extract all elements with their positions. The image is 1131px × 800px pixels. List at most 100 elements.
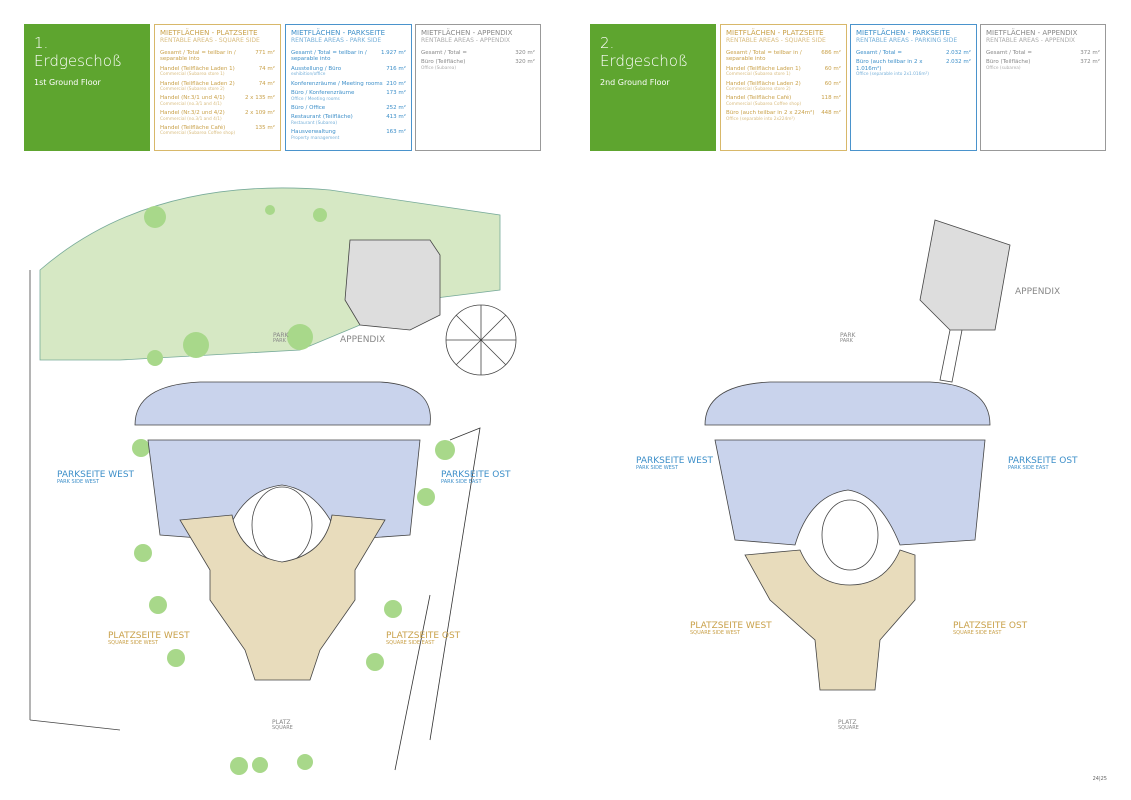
area-label-en: Restaurant (Subarea) bbox=[291, 121, 338, 127]
area-value: 163 m² bbox=[386, 129, 406, 136]
area-value: 372 m² bbox=[1080, 59, 1100, 66]
area-value: 2.032 m² bbox=[945, 59, 971, 66]
area-label: Ausstellung / Büro bbox=[291, 65, 342, 72]
table-heading: MIETFLÄCHEN - PLATZSEITE bbox=[160, 29, 258, 37]
zone-name: PARKSEITE WEST bbox=[57, 470, 135, 480]
floor-subtitle: 2nd Ground Floor bbox=[600, 78, 670, 87]
area-label-en: Office (Subarea) bbox=[421, 65, 457, 71]
table-heading: MIETFLÄCHEN - APPENDIX bbox=[986, 29, 1078, 37]
area-value: 448 m² bbox=[821, 110, 841, 117]
table-subheading: RENTABLE AREAS - SQUARE SIDE bbox=[160, 37, 260, 45]
area-label: Büro (Teilfläche) bbox=[421, 59, 466, 66]
area-value: 135 m² bbox=[255, 124, 275, 131]
area-value: 60 m² bbox=[824, 80, 841, 87]
zone-name-en: SQUARE SIDE EAST bbox=[386, 640, 435, 647]
area-row: Handel (Nr.3/2 und 4/2)Commercial (no.3/… bbox=[160, 110, 275, 122]
area-value: 2.032 m² bbox=[945, 49, 971, 56]
table-heading: MIETFLÄCHEN - PARKSEITE bbox=[856, 29, 950, 37]
zone-name: PLATZSEITE OST bbox=[386, 631, 461, 641]
zone-name: PARKSEITE WEST bbox=[636, 456, 714, 466]
zone-name-en: PARK SIDE EAST bbox=[1008, 465, 1049, 472]
table-subheading: RENTABLE AREAS - PARK SIDE bbox=[291, 37, 382, 45]
square-side-block bbox=[179, 514, 386, 681]
area-label: Handel (Teilfläche Laden 2) bbox=[726, 80, 801, 87]
area-value: 2 x 109 m² bbox=[244, 110, 275, 117]
area-value: 74 m² bbox=[258, 65, 275, 72]
zone-name-en: PARK SIDE WEST bbox=[57, 479, 100, 486]
square-side-block bbox=[744, 549, 916, 691]
park-lawn bbox=[39, 187, 501, 361]
area-label: Büro (auch teilbar in 2 x 1.016m²) bbox=[856, 59, 923, 72]
zone-name: PLATZ bbox=[272, 719, 291, 726]
area-value: 118 m² bbox=[821, 95, 841, 102]
area-value: 686 m² bbox=[821, 49, 841, 56]
floor-title: 1. Erdgeschoß bbox=[34, 34, 123, 70]
area-row: Büro (auch teilbar in 2 x 1.016m²)Office… bbox=[856, 59, 971, 77]
page-number: 24|25 bbox=[1092, 776, 1107, 782]
area-label: Büro / Konferenzräume bbox=[291, 90, 355, 97]
zone-name: PLATZSEITE WEST bbox=[690, 621, 772, 631]
area-label-en: exhibition/office bbox=[291, 72, 326, 78]
zone-label-appendix: APPENDIX bbox=[340, 335, 386, 345]
area-label-en: Commercial (no.3/1 and 4/1) bbox=[160, 101, 222, 107]
area-label: Hausverwaltung bbox=[291, 129, 336, 136]
area-label-en: Commercial (no.3/1 and 4/1) bbox=[160, 116, 222, 122]
area-value: 74 m² bbox=[258, 80, 275, 87]
zone-name-en: SQUARE bbox=[272, 725, 293, 732]
zone-name-en: PARK SIDE WEST bbox=[636, 465, 679, 472]
area-label-en: Commercial (Subarea Coffee shop) bbox=[160, 131, 236, 137]
area-row: Handel (Teilfläche Laden 1)Commercial (S… bbox=[726, 66, 841, 78]
area-value: 1.927 m² bbox=[380, 49, 406, 56]
area-label: Handel (Teilfläche Laden 2) bbox=[160, 80, 235, 87]
zone-name-en: SQUARE SIDE WEST bbox=[108, 640, 158, 647]
zone-name-en: PARK bbox=[840, 338, 853, 345]
area-value: 413 m² bbox=[386, 114, 406, 121]
area-value: 320 m² bbox=[515, 49, 535, 56]
park-side-wings bbox=[714, 439, 986, 546]
floor-plan-2 bbox=[704, 219, 1011, 691]
zone-name: APPENDIX bbox=[340, 335, 386, 345]
area-label-en: Commercial (Subarea store 2) bbox=[160, 87, 225, 93]
area-row: Handel (Teilfläche Café)Commercial (Suba… bbox=[726, 95, 841, 107]
area-row: Handel (Nr.3/1 und 4/1)Commercial (no.3/… bbox=[160, 95, 275, 107]
area-label-en: Office (separable into 2x224m²) bbox=[726, 116, 795, 122]
zone-name: PLATZ bbox=[838, 719, 857, 726]
area-label-en: Office (subarea) bbox=[986, 65, 1021, 71]
area-label: Handel (Nr.3/1 und 4/1) bbox=[160, 95, 225, 102]
table-heading: MIETFLÄCHEN - PARKSEITE bbox=[291, 29, 385, 37]
area-label: Handel (Teilfläche Café) bbox=[160, 124, 226, 131]
table-subheading: RENTABLE AREAS - PARKING SIDE bbox=[856, 37, 958, 45]
area-label: Gesamt / Total = bbox=[856, 49, 902, 56]
area-row: Handel (Teilfläche Café)Commercial (Suba… bbox=[160, 125, 275, 137]
area-label: Restaurant (Teilfläche) bbox=[291, 114, 353, 121]
zone-name-en: PARK SIDE EAST bbox=[441, 479, 482, 486]
zone-name: PLATZSEITE OST bbox=[953, 621, 1028, 631]
appendix-building bbox=[919, 219, 1011, 331]
area-row: Gesamt / Total = teilbar in / separable … bbox=[726, 50, 841, 63]
zone-name-en: PARK bbox=[273, 338, 286, 345]
area-label-en: Commercial (Subarea store 1) bbox=[160, 72, 225, 78]
zone-name: PARKSEITE OST bbox=[1008, 456, 1078, 466]
area-row: Büro (Teilfläche)Office (subarea) 372 m² bbox=[986, 59, 1100, 71]
park-side-block bbox=[134, 381, 431, 426]
area-row: Gesamt / Total =372 m² bbox=[986, 50, 1100, 57]
floor-2-title-block: 2. Erdgeschoß 2nd Ground Floor bbox=[590, 24, 716, 151]
area-label: Büro (Teilfläche) bbox=[986, 59, 1031, 66]
zone-name: PARKSEITE OST bbox=[441, 470, 511, 480]
area-label: Handel (Teilfläche Laden 1) bbox=[726, 65, 801, 72]
appendix-building bbox=[344, 239, 441, 331]
floor-title: 2. Erdgeschoß bbox=[600, 34, 689, 70]
